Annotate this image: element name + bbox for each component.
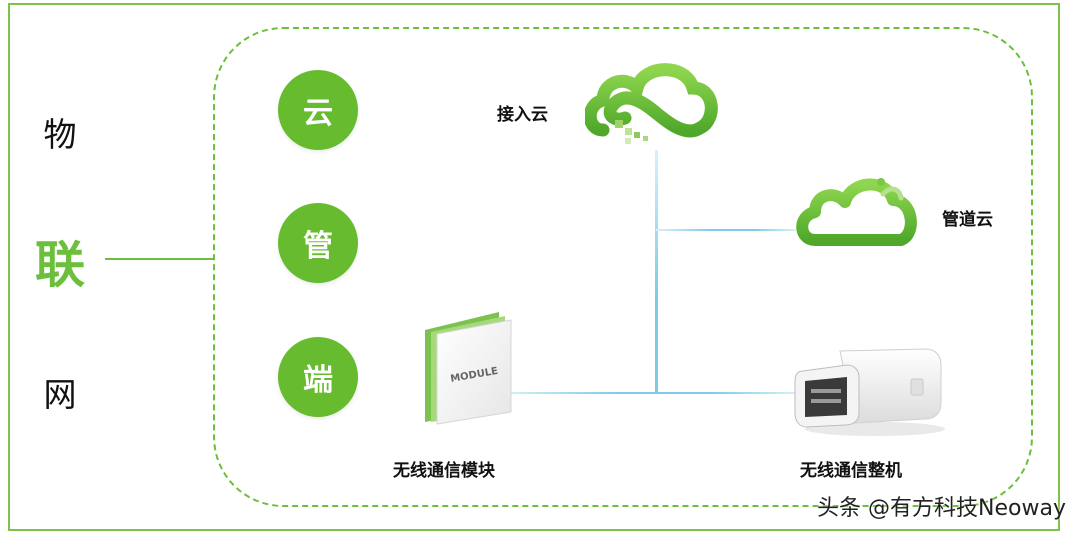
outer-frame [8, 3, 1060, 531]
pipe-cloud-label: 管道云 [942, 210, 993, 230]
wireless-device-icon [794, 348, 945, 436]
side-char-lian: 联 [35, 236, 85, 294]
access-cloud-label: 接入云 [497, 105, 548, 125]
device-label: 无线通信整机 [800, 461, 902, 481]
watermark-text: 头条 @有方科技Neoway [817, 496, 1066, 521]
network-line-vertical [655, 150, 658, 394]
level-end-circle: 端 [278, 337, 358, 417]
wireless-module-icon: MODULE [425, 312, 512, 425]
module-label: 无线通信模块 [393, 461, 495, 481]
connector-line [105, 258, 215, 260]
level-cloud-circle: 云 [278, 70, 358, 150]
network-line-to-pipe-cloud [656, 229, 796, 231]
side-char-wang: 网 [43, 375, 77, 414]
iot-architecture-box [213, 27, 1033, 507]
pipe-cloud-icon [796, 178, 917, 246]
access-cloud-icon [585, 63, 718, 144]
network-line-bottom [500, 392, 800, 394]
level-pipe-circle: 管 [278, 203, 358, 283]
side-char-wu: 物 [43, 115, 77, 154]
